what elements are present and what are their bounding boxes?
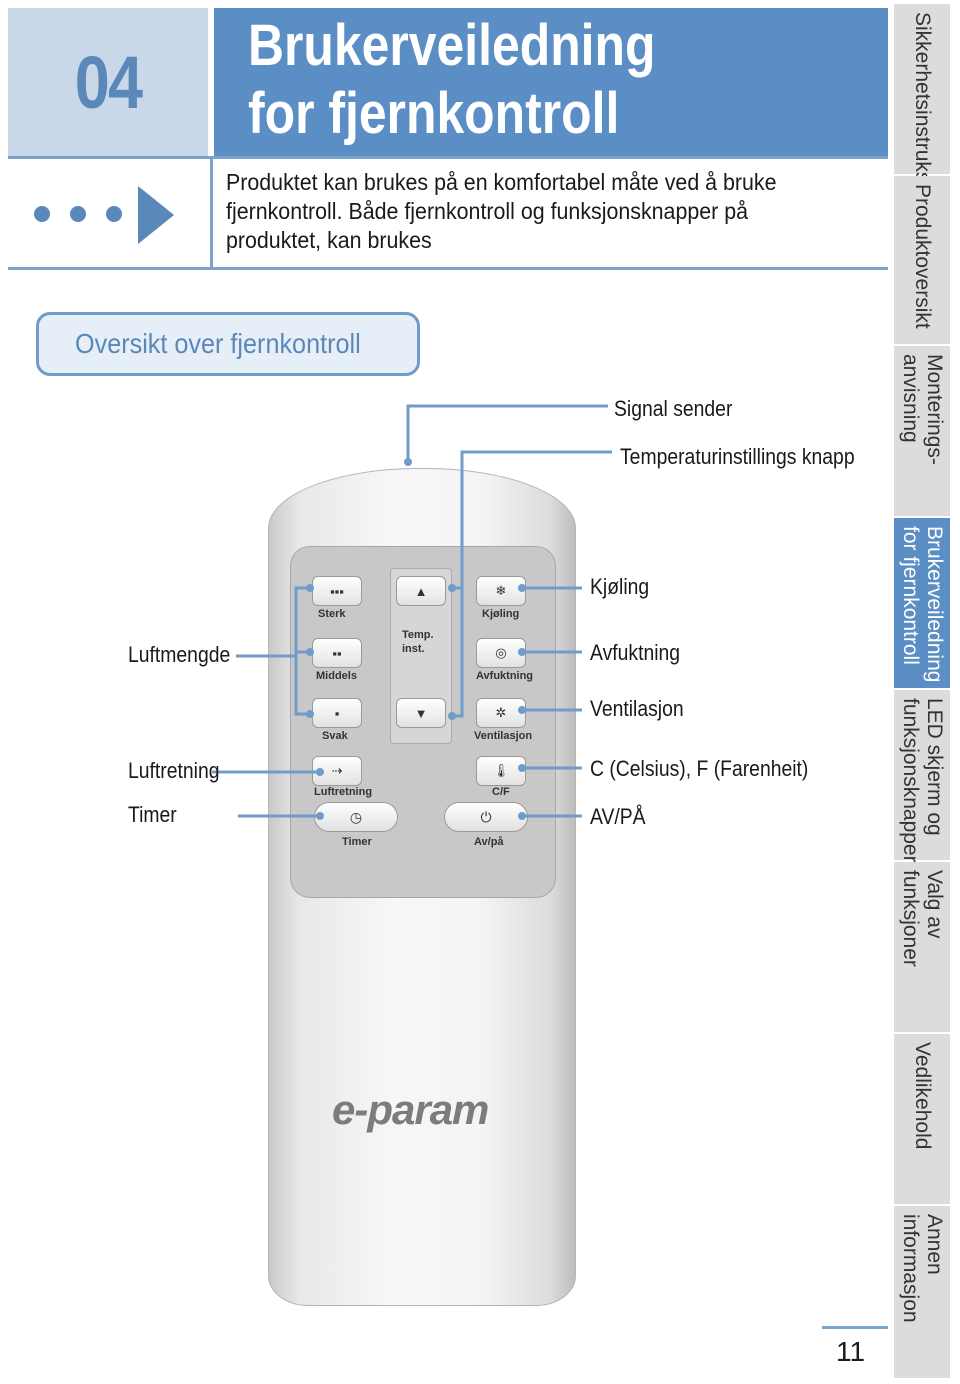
dot-icon (106, 206, 122, 222)
sidebar-tab-label: Annen informasjon (899, 1214, 946, 1323)
callout-signal-sender: Signal sender (614, 396, 733, 421)
cooling-label: Kjøling (482, 608, 520, 620)
page-number: 11 (836, 1336, 866, 1367)
vent-button: ✲ (476, 698, 526, 728)
callout-temp-button: Temperaturinstillings knapp (620, 444, 855, 469)
sidebar-tab-product[interactable]: Produktoversikt (894, 176, 950, 346)
title-line-1: Brukerveiledning (248, 13, 656, 78)
dehumid-button: ◎ (476, 638, 526, 668)
power-button: ⏻ (444, 802, 528, 832)
chapter-number: 04 (74, 40, 143, 124)
fan-strong-button: ▪▪▪ (312, 576, 362, 606)
cf-button: 🌡 (476, 756, 526, 786)
callout-direction: Luftretning (128, 758, 220, 783)
sidebar-tab-led[interactable]: LED skjerm og funksjonsknapper (894, 690, 950, 863)
sidebar-tab-maintenance[interactable]: Vedlikehold (894, 1034, 950, 1206)
cf-label: C/F (492, 786, 510, 798)
title-banner: Brukerveiledning for fjernkontroll (214, 8, 888, 156)
fan-medium-label: Middels (316, 670, 357, 682)
sidebar-tab-label: LED skjerm og funksjonsknapper (899, 698, 946, 863)
dot-icon (70, 206, 86, 222)
callout-cooling: Kjøling (590, 574, 650, 599)
sidebar-tab-label: Monterings- anvisning (899, 354, 946, 465)
page-title: Brukerveiledning for fjernkontroll (248, 12, 655, 148)
timer-label: Timer (342, 836, 372, 848)
sidebar-tab-safety[interactable]: Sikkerhetsinstruks (894, 4, 950, 182)
fan-weak-label: Svak (322, 730, 348, 742)
dehumid-label: Avfuktning (476, 670, 534, 682)
callout-power: AV/PÅ (590, 804, 646, 829)
temp-down-button: ▼ (396, 698, 446, 728)
callout-ventilation: Ventilasjon (590, 696, 684, 721)
divider-vertical (210, 156, 213, 270)
temp-label: Temp. inst. (402, 629, 434, 655)
sidebar-tab-label: Brukerveiledning for fjernkontroll (899, 526, 946, 683)
vent-label: Ventilasjon (474, 730, 533, 742)
power-label: Av/på (474, 836, 504, 848)
dot-icon (34, 206, 50, 222)
sidebar-tab-label: Vedlikehold (911, 1042, 934, 1150)
sidebar-tab-label: Valg av funksjoner (899, 870, 946, 967)
brand-logo: e-param (332, 1086, 489, 1133)
fan-strong-label: Sterk (318, 608, 346, 620)
callout-dehumid: Avfuktning (590, 640, 681, 665)
callout-timer: Timer (128, 802, 177, 827)
sidebar-tab-functions[interactable]: Valg av funksjoner (894, 862, 950, 1034)
arrow-right-icon (138, 186, 174, 244)
cooling-button: ❄ (476, 576, 526, 606)
divider-top (8, 156, 888, 159)
callout-celsius: C (Celsius), F (Farenheit) (590, 756, 809, 781)
title-line-2: for fjernkontroll (248, 81, 620, 146)
timer-button: ◷ (314, 802, 398, 832)
bullet-arrow-icon (30, 186, 180, 246)
sidebar-tab-label: Sikkerhetsinstruks (911, 12, 934, 183)
callout-airflow: Luftmengde (128, 642, 231, 667)
sidebar-tab-installation[interactable]: Monterings- anvisning (894, 346, 950, 518)
temp-up-button: ▲ (396, 576, 446, 606)
direction-label: Luftretning (314, 786, 373, 798)
divider-bottom (8, 267, 888, 270)
sidebar-tab-label: Produktoversikt (911, 184, 934, 329)
page-number-rule (822, 1326, 888, 1329)
fan-weak-button: ▪ (312, 698, 362, 728)
chapter-box: 04 (8, 8, 208, 156)
fan-medium-button: ▪▪ (312, 638, 362, 668)
section-title: Oversikt over fjernkontroll (36, 312, 420, 376)
direction-button: ⇢ (312, 756, 362, 786)
intro-text: Produktet kan brukes på en komfortabel m… (226, 169, 777, 253)
sidebar-tab-remote-guide[interactable]: Brukerveiledning for fjernkontroll (894, 518, 950, 690)
sidebar-tab-other[interactable]: Annen informasjon (894, 1206, 950, 1380)
